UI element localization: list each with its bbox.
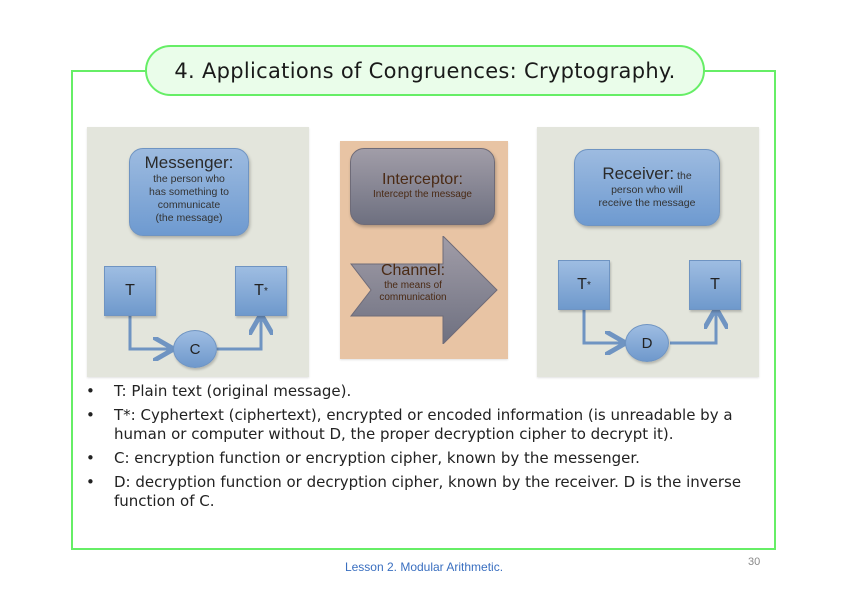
messenger-flow-arrows — [128, 127, 309, 377]
bullet-icon: • — [86, 473, 95, 491]
ciphertext-box: T* — [235, 266, 287, 316]
messenger-desc-1: the person who — [153, 173, 225, 185]
list-item: •T: Plain text (original message). — [86, 382, 352, 400]
receiver-heading: Receiver: — [602, 164, 675, 183]
receiver-heading-tail: the — [674, 170, 692, 182]
channel-desc-1: the means of — [384, 280, 442, 291]
messenger-box: Messenger: the person who has something … — [129, 148, 249, 236]
receiver-panel: Receiver: the person who will receive th… — [537, 127, 759, 377]
decryption-node: D — [625, 324, 669, 362]
bullet-icon: • — [86, 382, 95, 400]
list-item: •T*: Cyphertext (ciphertext), encrypted … — [86, 406, 733, 443]
interceptor-desc: Intercept the message — [373, 189, 472, 200]
footer-text: Lesson 2. Modular Arithmetic. — [344, 560, 504, 574]
page-number: 30 — [748, 556, 761, 568]
receiver-flow-arrows — [582, 127, 759, 377]
bullet-icon: • — [86, 406, 95, 424]
plaintext-box: T — [104, 266, 156, 316]
interceptor-heading: Interceptor: — [382, 171, 463, 188]
channel-desc-2: communication — [379, 292, 447, 303]
d-to-t-arrow — [670, 311, 716, 345]
channel-heading: Channel: — [380, 262, 446, 279]
receiver-desc-1: person who will — [611, 184, 683, 196]
messenger-heading: Messenger: — [144, 153, 234, 172]
ciphertext-input-box: T* — [558, 260, 610, 310]
slide-title-text: 4. Applications of Congruences: Cryptogr… — [174, 58, 676, 83]
messenger-desc-3: communicate — [157, 199, 221, 211]
t-to-c-arrow — [128, 315, 171, 349]
tstar-to-d-arrow — [582, 309, 623, 343]
list-item: •D: decryption function or decryption ci… — [86, 473, 742, 510]
interceptor-box: Interceptor: Intercept the message — [350, 148, 495, 225]
messenger-desc-4: (the message) — [155, 212, 223, 224]
definitions-list: •T: Plain text (original message). •T*: … — [84, 382, 764, 516]
receiver-desc-2: receive the message — [598, 197, 696, 209]
messenger-panel: Messenger: the person who has something … — [87, 127, 309, 377]
c-to-tstar-arrow — [217, 317, 261, 351]
slide-title: 4. Applications of Congruences: Cryptogr… — [145, 45, 705, 96]
plaintext-output-box: T — [689, 260, 741, 310]
encryption-node: C — [173, 330, 217, 368]
messenger-desc-2: has something to — [149, 186, 229, 198]
list-item: •C: encryption function or encryption ci… — [86, 449, 640, 467]
bullet-icon: • — [86, 449, 95, 467]
channel-arrow: Channel: the means of communication — [349, 234, 499, 346]
channel-panel: Interceptor: Intercept the message — [340, 141, 508, 359]
receiver-box: Receiver: the person who will receive th… — [574, 149, 720, 226]
